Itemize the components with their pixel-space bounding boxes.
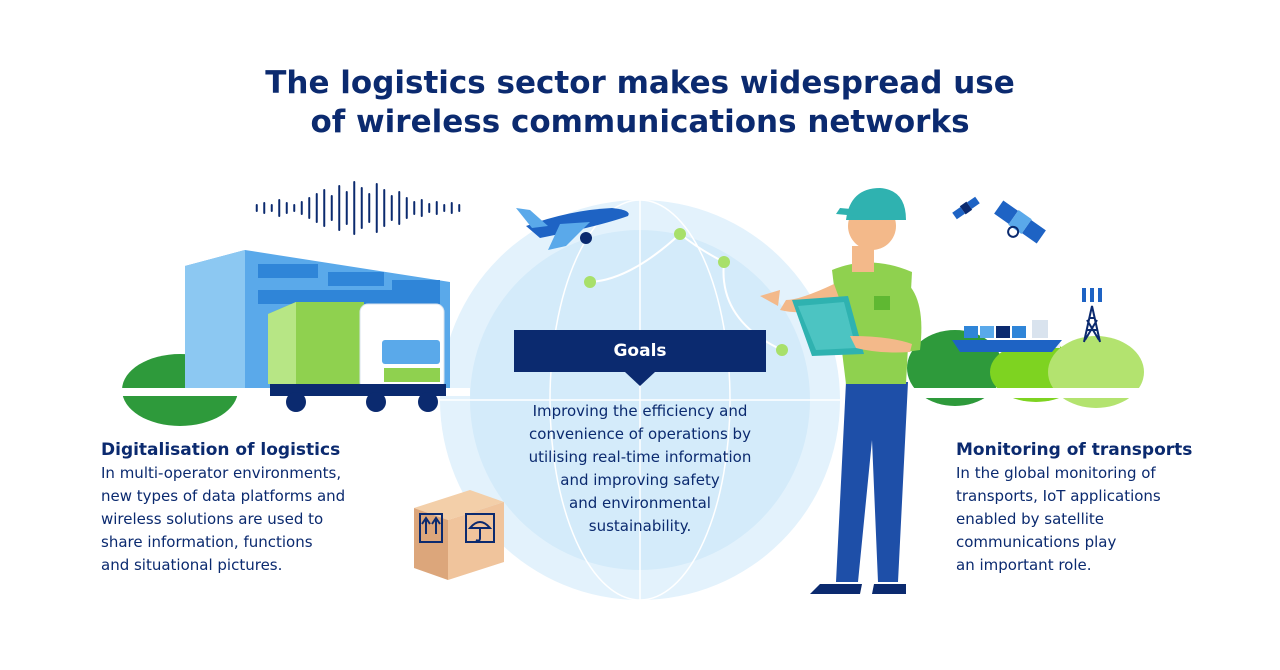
monitoring-line: In the global monitoring of [956, 464, 1156, 482]
network-connections [584, 228, 788, 356]
goals-line: and environmental [569, 494, 711, 512]
main-title: The logistics sector makes widespread us… [0, 64, 1280, 142]
sound-wave-icon [255, 181, 461, 235]
goals-line: and improving safety [560, 471, 720, 489]
truck-icon [268, 302, 446, 412]
worker-person-icon [760, 188, 922, 594]
monitoring-description: In the global monitoring of transports, … [956, 462, 1256, 577]
goals-heading-box: Goals [514, 330, 766, 386]
digitalisation-heading: Digitalisation of logistics [101, 440, 341, 460]
radio-tower-icon [1082, 288, 1102, 343]
goals-description: Improving the efficiency and convenience… [478, 400, 802, 538]
digitalisation-section: Digitalisation of logistics In multi-ope… [101, 439, 421, 577]
goals-line: Improving the efficiency and [532, 402, 748, 420]
airplane-icon [516, 208, 629, 250]
goals-line: convenience of operations by [529, 425, 751, 443]
digitalisation-line: share information, functions [101, 533, 313, 551]
monitoring-line: communications play [956, 533, 1117, 551]
digitalisation-line: new types of data platforms and [101, 487, 346, 505]
digitalisation-line: wireless solutions are used to [101, 510, 324, 528]
goals-line: utilising real-time information [528, 448, 752, 466]
satellite-icon [952, 196, 1046, 244]
cargo-box-icon [414, 490, 504, 580]
digitalisation-description: In multi-operator environments, new type… [101, 462, 421, 577]
title-line-1: The logistics sector makes widespread us… [265, 65, 1015, 101]
monitoring-section: Monitoring of transports In the global m… [956, 439, 1256, 577]
globe-graphic [440, 199, 840, 601]
monitoring-line: enabled by satellite [956, 510, 1105, 528]
goals-line: sustainability. [588, 517, 692, 535]
goals-heading: Goals [613, 341, 667, 361]
cargo-ship-icon [952, 320, 1062, 352]
digitalisation-line: In multi-operator environments, [101, 464, 342, 482]
title-line-2: of wireless communications networks [310, 104, 970, 140]
digitalisation-line: and situational pictures. [101, 556, 283, 574]
monitoring-line: an important role. [956, 556, 1092, 574]
monitoring-heading: Monitoring of transports [956, 440, 1193, 460]
monitoring-line: transports, IoT applications [956, 487, 1161, 505]
